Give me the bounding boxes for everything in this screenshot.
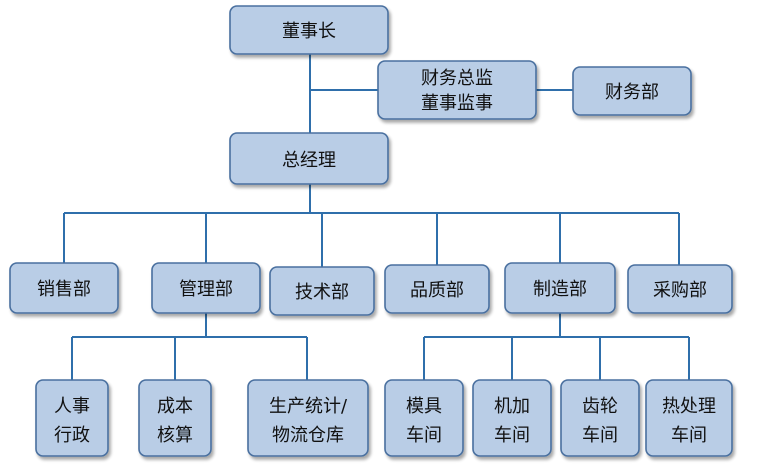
- node-machining-workshop: 机加 车间: [472, 379, 552, 457]
- node-general-manager-label: 总经理: [282, 150, 336, 171]
- node-cost-accounting: 成本 核算: [138, 379, 212, 457]
- node-gear-workshop-label-line2: 车间: [582, 425, 618, 446]
- node-mold-workshop-label-line1: 模具: [406, 396, 442, 417]
- node-sales-label: 销售部: [37, 279, 91, 300]
- node-machining-workshop-label-line1: 机加: [494, 396, 530, 417]
- node-hr-admin-label-line1: 人事: [54, 396, 90, 417]
- node-finance-dept: 财务部: [572, 66, 692, 116]
- node-chairman-label: 董事长: [282, 21, 336, 42]
- node-technology: 技术部: [269, 266, 375, 316]
- node-mold-workshop: 模具 车间: [384, 379, 464, 457]
- node-manufacturing: 制造部: [504, 262, 616, 314]
- node-heat-treatment-workshop-label-line1: 热处理: [662, 396, 716, 417]
- node-gear-workshop: 齿轮 车间: [560, 379, 640, 457]
- node-heat-treatment-workshop: 热处理 车间: [645, 379, 733, 457]
- node-quality-label: 品质部: [410, 280, 464, 301]
- node-manufacturing-label: 制造部: [533, 279, 587, 300]
- node-management-label: 管理部: [179, 279, 233, 300]
- node-finance-director: 财务总监 董事监事: [377, 60, 537, 120]
- node-cost-accounting-label-line2: 核算: [157, 425, 193, 446]
- node-machining-workshop-label-line2: 车间: [494, 425, 530, 446]
- node-production-logistics-label-line1: 生产统计/: [269, 396, 348, 417]
- node-cost-accounting-label-line1: 成本: [157, 396, 193, 417]
- node-chairman: 董事长: [229, 5, 389, 55]
- node-general-manager: 总经理: [229, 132, 389, 185]
- node-sales: 销售部: [9, 262, 119, 314]
- node-purchasing-label: 采购部: [653, 280, 707, 301]
- node-production-logistics-label-line2: 物流仓库: [272, 425, 344, 446]
- node-mold-workshop-label-line2: 车间: [406, 425, 442, 446]
- node-purchasing: 采购部: [627, 264, 733, 314]
- node-hr-admin-label-line2: 行政: [54, 425, 90, 446]
- node-production-logistics: 生产统计/ 物流仓库: [247, 379, 369, 457]
- node-quality: 品质部: [384, 264, 490, 314]
- node-finance-dept-label: 财务部: [605, 82, 659, 103]
- node-hr-admin: 人事 行政: [35, 379, 109, 457]
- node-technology-label: 技术部: [295, 282, 349, 303]
- node-finance-director-label-line2: 董事监事: [421, 93, 493, 114]
- connector-lines: [63, 54, 690, 380]
- node-gear-workshop-label-line1: 齿轮: [582, 396, 618, 417]
- node-management: 管理部: [151, 262, 261, 314]
- node-heat-treatment-workshop-label-line2: 车间: [671, 425, 707, 446]
- node-finance-director-label-line1: 财务总监: [421, 68, 493, 89]
